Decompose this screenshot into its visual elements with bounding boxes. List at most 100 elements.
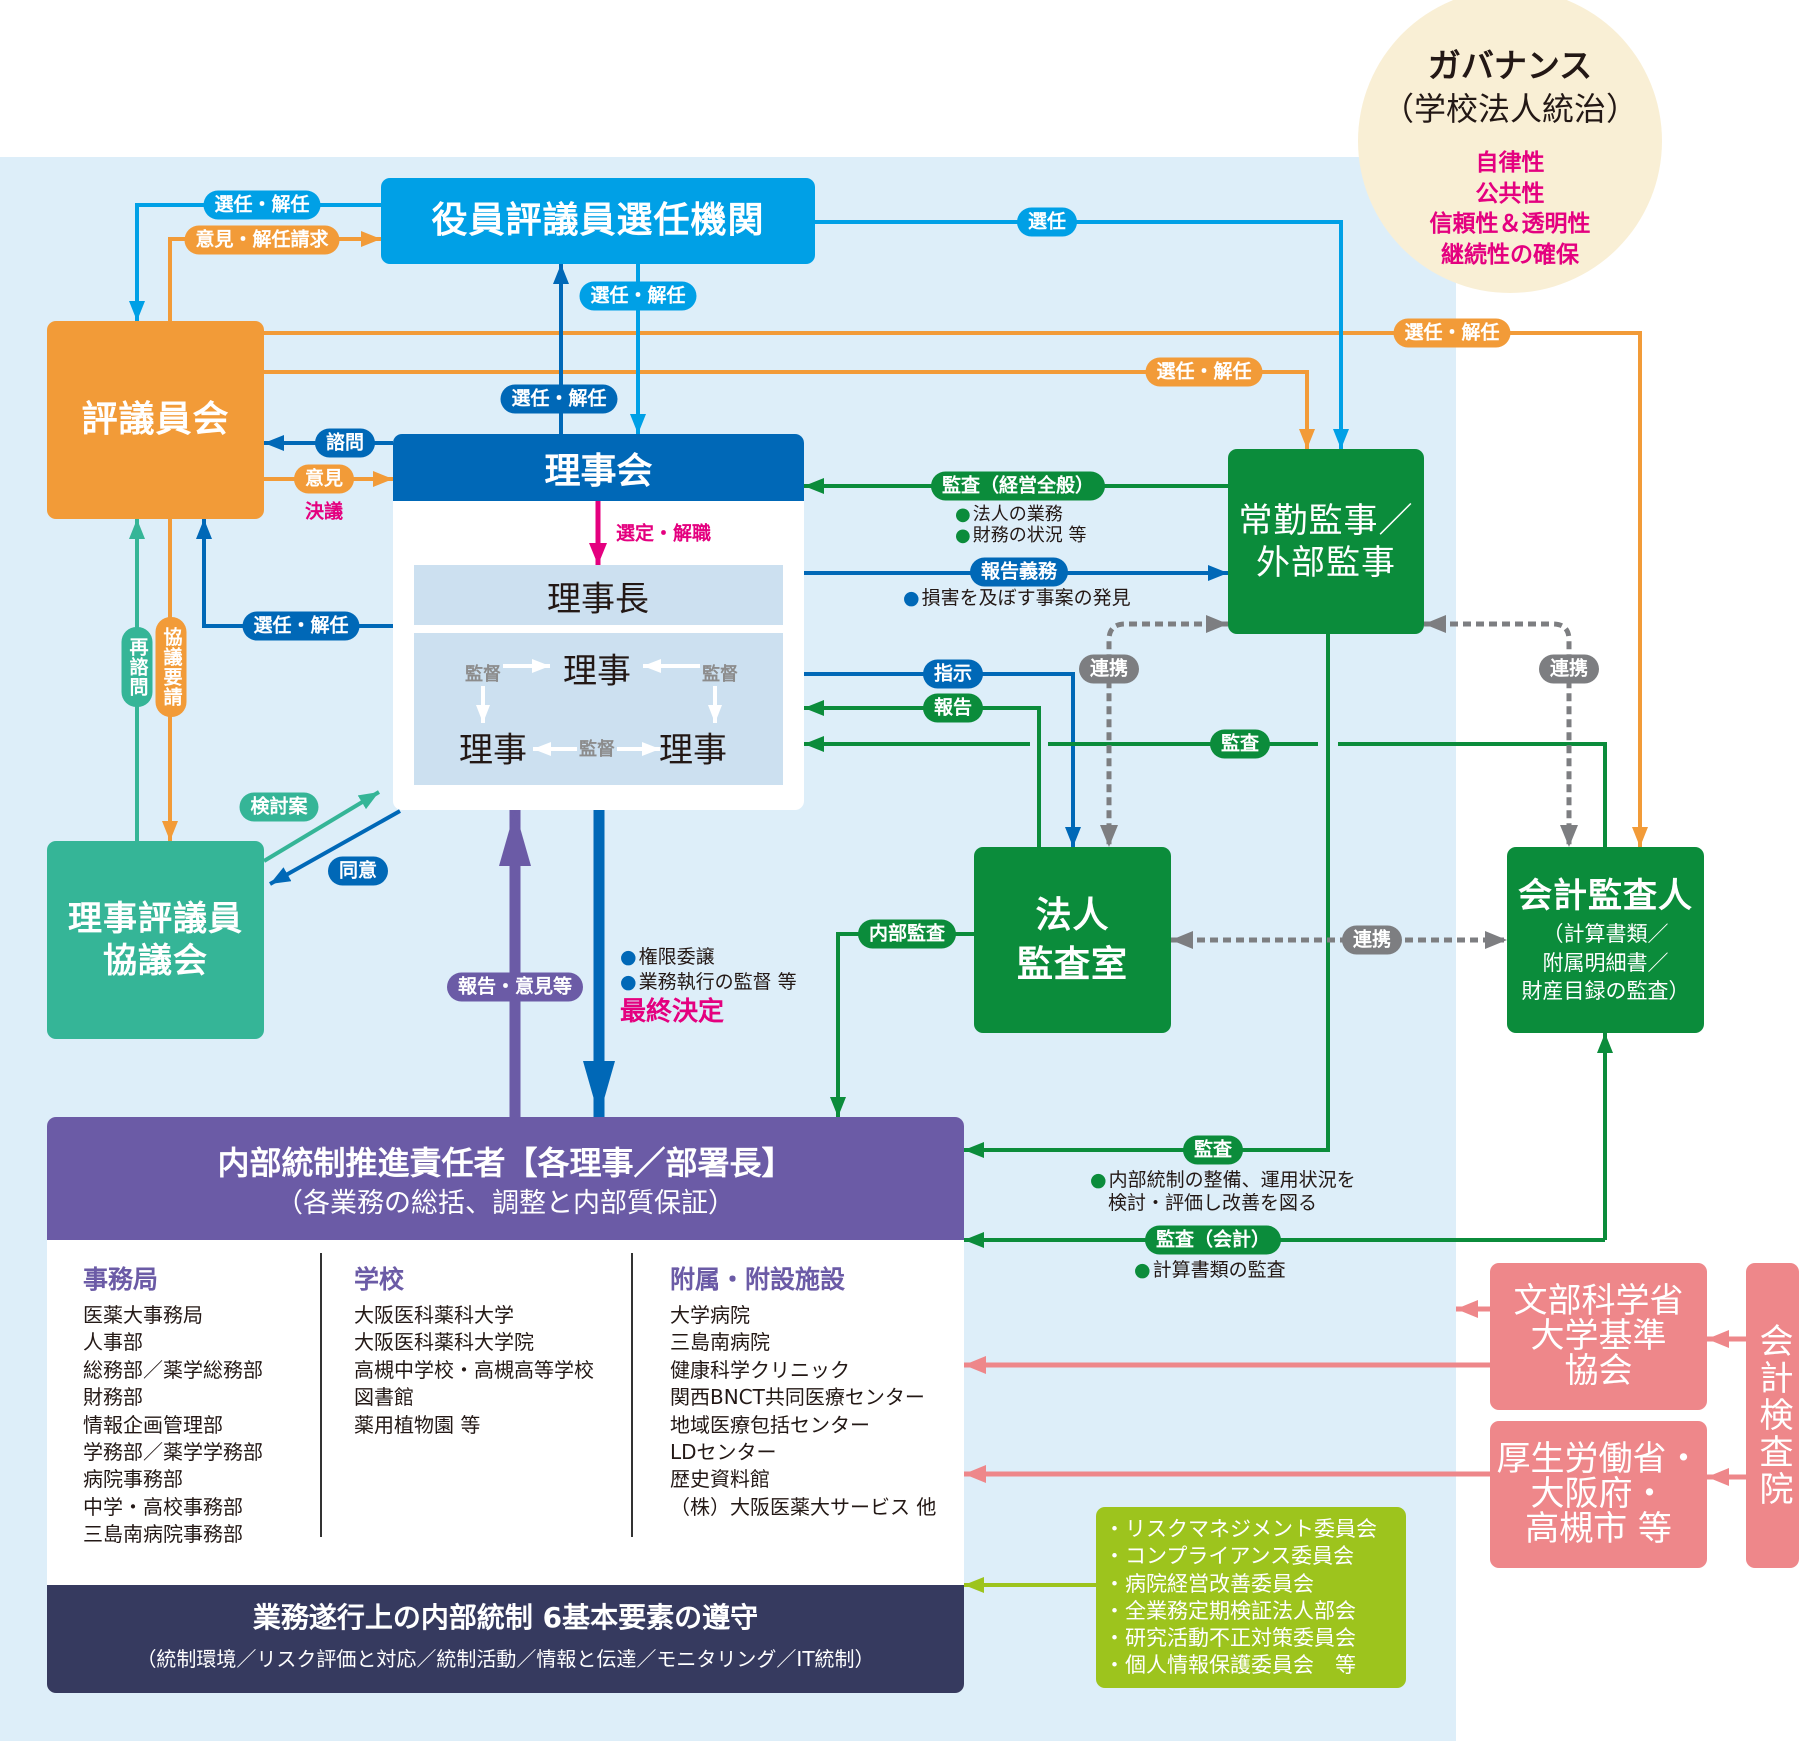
mhlw-prefecture-city-box[interactable]: 厚生労働省・大阪府・高槻市 等 [1490, 1421, 1707, 1568]
department-item: 情報企画管理部 [83, 1412, 223, 1437]
column-facilities: 附属・附設施設 大学病院三島南病院健康科学クリニック関西BNCT共同医療センター… [670, 1264, 936, 1521]
label-audit-accounting: 監査（会計） [1144, 1225, 1282, 1255]
governance-circle [1358, 0, 1662, 293]
label-audit-management: 監査（経営全般） [930, 471, 1106, 501]
column-divider [631, 1253, 633, 1537]
regulator-line: 協会 [1564, 1351, 1633, 1391]
note-item: 損害を及ぼす事案の発見 [903, 588, 1131, 609]
director-right[interactable]: 理事 [659, 730, 727, 771]
column-items-secretariat: 医薬大事務局人事部総務部／薬学総務部財務部情報企画管理部学務部／薬学学務部病院事… [83, 1302, 263, 1549]
arrow-selection-body-to-auditors [815, 220, 1349, 449]
liaison-council-label-line2: 協議会 [103, 941, 208, 981]
board-of-audit-label: 会計検査院 [1753, 1323, 1793, 1508]
department-item: 財務部 [83, 1385, 143, 1410]
auditors-label-line2: 外部監事 [1256, 542, 1396, 583]
internal-control-footer-title: 業務遂行上の内部統制 6基本要素の遵守 [252, 1601, 759, 1634]
director-top[interactable]: 理事 [563, 651, 631, 692]
label-liaison-auditors-office: 連携 [1078, 654, 1140, 684]
regulator-line: 大阪府・ [1530, 1474, 1667, 1514]
committee-item: ・個人情報保護委員会 等 [1104, 1653, 1356, 1678]
governance-principle: 継続性の確保 [1441, 241, 1579, 268]
internal-control-subtitle: （各業務の総括、調整と内部質保証） [276, 1188, 735, 1219]
arrow-board-appoints-councillors [196, 519, 393, 628]
label-resolution: 決議 [304, 500, 344, 523]
label-audit-internal-control: 監査 [1182, 1135, 1244, 1165]
school-item: 図書館 [354, 1385, 414, 1410]
arrow-selection-body-to-councillors [129, 203, 381, 321]
note-item: 検討・評価し改善を図る [1108, 1192, 1318, 1214]
arrow-draft-proposal [262, 790, 381, 863]
label-consent: 同意 [327, 856, 389, 886]
school-item: 大阪医科薬科大学 [354, 1303, 514, 1327]
note-item: 業務執行の監督 等 [620, 970, 797, 995]
councillors-box[interactable]: 評議員会 [47, 321, 264, 519]
governance-subtitle: （学校法人統治） [1381, 90, 1639, 128]
internal-control-footer: 業務遂行上の内部統制 6基本要素の遵守 （統制環境／リスク評価と対応／統制活動／… [47, 1585, 964, 1693]
internal-control-footer-subtitle: （統制環境／リスク評価と対応／統制活動／情報と伝達／モニタリング／IT統制） [136, 1647, 875, 1671]
officer-selection-body-box[interactable]: 役員評議員選任機関 [381, 178, 815, 264]
notes-audit-internal-control: 内部統制の整備、運用状況を 検討・評価し改善を図る [1090, 1169, 1356, 1215]
arrow-instruction [804, 672, 1081, 847]
label-selection-to-board: 選任・解任 [579, 281, 697, 311]
arrow-report [804, 700, 1041, 847]
label-liaison-office-accounting: 連携 [1341, 925, 1403, 955]
label-accounting-audit-board: 監査 [1209, 729, 1271, 759]
label-councillors-to-auditors: 選任・解任 [1145, 357, 1263, 387]
committees-box[interactable]: ・リスクマネジメント委員会・コンプライアンス委員会・病院経営改善委員会・全業務定… [1096, 1507, 1406, 1688]
column-secretariat: 事務局 医薬大事務局人事部総務部／薬学総務部財務部情報企画管理部学務部／薬学学務… [83, 1264, 263, 1549]
label-consult: 諮問 [314, 428, 376, 458]
director-left[interactable]: 理事 [459, 730, 527, 771]
internal-control-header: 内部統制推進責任者【各理事／部署長】 （各業務の総括、調整と内部質保証） [47, 1117, 964, 1240]
department-item: 中学・高校事務部 [83, 1494, 243, 1519]
arrow-councillors-to-auditors [264, 370, 1315, 449]
department-item: 総務部／薬学総務部 [83, 1357, 263, 1382]
arrow-audit-internal-control [964, 634, 1330, 1158]
arrow-internal-audit [830, 932, 974, 1117]
note-item: 財務の状況 等 [955, 525, 1087, 546]
note-item: 計算書類の監査 [1134, 1260, 1286, 1281]
column-heading-facilities: 附属・附設施設 [670, 1265, 846, 1294]
councillors-label: 評議員会 [81, 399, 230, 440]
department-item: 医薬大事務局 [83, 1303, 203, 1327]
department-item: 三島南病院事務部 [83, 1522, 243, 1547]
final-decision-label: 最終決定 [620, 997, 725, 1027]
liaison-council-box[interactable]: 理事評議員 協議会 [47, 841, 264, 1039]
chairman-label[interactable]: 理事長 [547, 579, 649, 620]
label-selection-to-auditors: 選任 [1016, 207, 1078, 237]
label-board-appoints-councillors: 選任・解任 [242, 611, 360, 641]
label-opinion: 意見 [293, 464, 355, 494]
label-instruction: 指示 [922, 659, 984, 689]
accounting-auditor-box[interactable]: 会計監査人 （計算書類／附属明細書／財産目録の監査） [1507, 847, 1704, 1033]
board-of-audit-box[interactable]: 会計検査院 [1746, 1263, 1799, 1568]
column-heading-schools: 学校 [354, 1265, 405, 1294]
arrow-consent [269, 809, 401, 886]
liaison-council-label-line1: 理事評議員 [68, 899, 243, 939]
internal-audit-office-label-line1: 法人 [1035, 895, 1110, 936]
internal-control-box[interactable]: 内部統制推進責任者【各理事／部署長】 （各業務の総括、調整と内部質保証） 業務遂… [47, 1117, 964, 1693]
committee-item: ・研究活動不正対策委員会 [1104, 1626, 1356, 1651]
label-reconsult: 再諮問 [121, 627, 153, 707]
label-councillors-to-selection: 意見・解任請求 [184, 225, 340, 255]
committee-item: ・病院経営改善委員会 [1104, 1571, 1314, 1596]
facility-item: （株）大阪医薬大サービス 他 [670, 1494, 937, 1519]
notes-reporting-duty: 損害を及ぼす事案の発見 [903, 588, 1131, 609]
label-report: 報告 [922, 693, 984, 723]
chairman-band [414, 565, 783, 625]
governance-principle: 自律性 [1475, 150, 1545, 176]
accounting-auditor-detail-line: 附属明細書／ [1542, 950, 1669, 975]
accounting-auditor-details: （計算書類／附属明細書／財産目録の監査） [1522, 920, 1690, 1006]
internal-audit-office-box[interactable]: 法人 監査室 [974, 847, 1171, 1033]
mext-accreditation-box[interactable]: 文部科学省大学基準協会 [1490, 1263, 1707, 1410]
department-item: 人事部 [83, 1330, 143, 1355]
note-item: 内部統制の整備、運用状況を [1090, 1169, 1356, 1192]
school-item: 薬用植物園 等 [354, 1412, 481, 1437]
column-items-schools: 大阪医科薬科大学大阪医科薬科大学院高槻中学校・高槻高等学校図書館薬用植物園 等 [354, 1302, 594, 1439]
arrow-accounting-audit-board [804, 744, 1607, 847]
committee-item: ・コンプライアンス委員会 [1104, 1544, 1355, 1569]
governance-principles: 自律性公共性信頼性＆透明性継続性の確保 [1360, 148, 1660, 270]
column-schools: 学校 大阪医科薬科大学大阪医科薬科大学院高槻中学校・高槻高等学校図書館薬用植物園… [354, 1264, 594, 1439]
auditors-box[interactable]: 常勤監事／ 外部監事 [1228, 449, 1424, 634]
school-item: 高槻中学校・高槻高等学校 [354, 1357, 594, 1382]
facility-item: 三島南病院 [670, 1330, 770, 1355]
governance-principle: 公共性 [1475, 180, 1545, 207]
